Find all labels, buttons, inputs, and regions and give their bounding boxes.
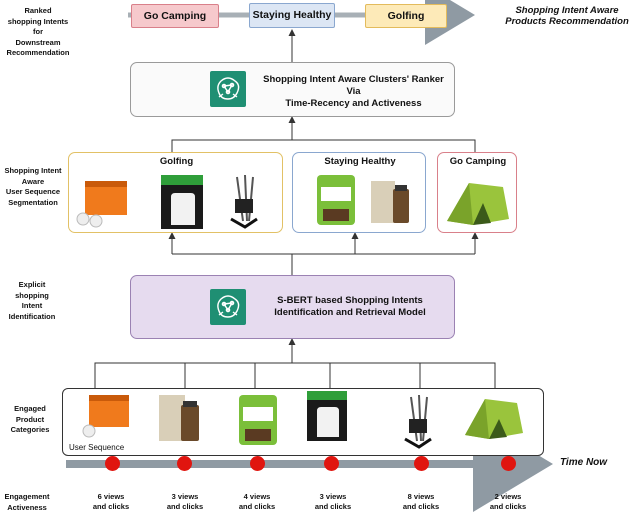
count-line: 8 views xyxy=(407,492,435,501)
golf-balls-icon xyxy=(82,395,129,438)
sbert-box: S-BERT based Shopping Intents Identifica… xyxy=(130,275,455,339)
label-line: Product xyxy=(15,414,45,424)
label-line: Identification xyxy=(8,311,56,321)
title-line: Shopping Intent Aware xyxy=(515,5,619,16)
golf-balls-icon xyxy=(76,181,127,228)
count-line: and clicks xyxy=(489,501,527,511)
label-line: shopping xyxy=(15,290,49,300)
cluster-title: Staying Healthy xyxy=(324,156,396,167)
count-line: and clicks xyxy=(314,501,352,511)
label-line: Intent xyxy=(21,301,43,310)
protein-powder-icon xyxy=(239,395,277,445)
brain-circuit-icon xyxy=(217,295,240,318)
supplement-bottle-icon xyxy=(371,181,409,223)
user-sequence-box: User Sequence xyxy=(62,388,544,456)
golf-clubs-icon xyxy=(230,174,258,229)
label-line: Segmentation xyxy=(8,197,58,207)
count-line: 2 views xyxy=(494,492,522,501)
engagement-dot xyxy=(250,456,265,471)
label-line: Shopping Intent xyxy=(4,166,62,175)
title-line: Shopping Intent Aware Clusters' Ranker xyxy=(263,74,444,85)
engagement-count: 8 views and clicks xyxy=(386,492,456,511)
label-line: for xyxy=(33,27,43,36)
title-line: Identification and Retrieval Model xyxy=(274,307,426,318)
neural-net-logo-icon xyxy=(210,71,246,107)
label-line: shopping Intents xyxy=(7,16,69,26)
protein-powder-icon xyxy=(317,175,355,225)
engagement-count: 6 views and clicks xyxy=(76,492,146,511)
cluster-staying-healthy: Staying Healthy xyxy=(292,152,426,233)
label-line: Categories xyxy=(10,425,50,434)
title-line: Via xyxy=(346,86,361,97)
chip-go-camping: Go Camping xyxy=(131,4,219,28)
count-line: and clicks xyxy=(166,501,204,511)
engagement-dot xyxy=(414,456,429,471)
engagement-count: 4 views and clicks xyxy=(222,492,292,511)
title-line: Time-Recency and Activeness xyxy=(285,98,422,109)
count-line: 4 views xyxy=(243,492,271,501)
chip-staying-healthy: Staying Healthy xyxy=(249,3,335,28)
brain-circuit-icon xyxy=(217,77,240,100)
engagement-count: 3 views and clicks xyxy=(298,492,368,511)
engagement-count: 2 views and clicks xyxy=(473,492,543,511)
cluster-go-camping: Go Camping xyxy=(437,152,517,233)
label-explicit: Explicit shopping Intent Identification xyxy=(2,280,62,322)
engagement-dot xyxy=(324,456,339,471)
count-line: 3 views xyxy=(319,492,347,501)
label-ranked: Ranked shopping Intents for Downstream R… xyxy=(4,6,72,59)
golf-glove-icon xyxy=(307,391,347,441)
engagement-dot xyxy=(177,456,192,471)
golf-clubs-icon xyxy=(404,394,432,449)
label-engagement: Engagement Activeness xyxy=(2,492,52,513)
ranker-box: Shopping Intent Aware Clusters' Ranker V… xyxy=(130,62,455,117)
timeline-label: Time Now xyxy=(560,457,608,468)
engagement-dot xyxy=(501,456,516,471)
label-line: User Sequence xyxy=(5,187,61,196)
supplement-bottle-icon xyxy=(159,395,199,441)
label-line: Activeness xyxy=(7,502,47,512)
label-line: Aware xyxy=(21,176,45,186)
cluster-title: Golfing xyxy=(159,156,194,167)
count-line: 3 views xyxy=(171,492,199,501)
label-line: Engaged xyxy=(14,404,46,413)
sequence-top-bus xyxy=(94,362,496,388)
count-line: and clicks xyxy=(402,501,440,511)
label-line: Explicit xyxy=(18,280,46,289)
ranker-title: Shopping Intent Aware Clusters' Ranker V… xyxy=(251,74,456,110)
label-line: Downstream xyxy=(15,37,61,47)
cluster-title: Go Camping xyxy=(449,156,507,167)
tent-icon xyxy=(465,399,523,439)
cluster-golfing: Golfing xyxy=(68,152,283,233)
count-line: and clicks xyxy=(238,501,276,511)
label-line: Engagement xyxy=(4,492,50,501)
label-line: Ranked xyxy=(24,6,52,15)
count-line: 6 views xyxy=(97,492,125,501)
label-line: Recommendation xyxy=(6,48,70,57)
label-engaged: Engaged Product Categories xyxy=(4,404,56,436)
engagement-count: 3 views and clicks xyxy=(150,492,220,511)
count-line: and clicks xyxy=(92,501,130,511)
engagement-dot xyxy=(105,456,120,471)
tent-icon xyxy=(447,183,509,225)
chip-golfing: Golfing xyxy=(365,4,447,28)
sbert-title: S-BERT based Shopping Intents Identifica… xyxy=(255,295,445,319)
label-segmentation: Shopping Intent Aware User Sequence Segm… xyxy=(0,166,66,208)
top-right-title: Shopping Intent Aware Products Recommend… xyxy=(494,5,640,27)
title-line: Products Recommendation xyxy=(505,16,629,27)
user-sequence-label: User Sequence xyxy=(69,443,125,452)
cluster-top-bus xyxy=(171,139,476,152)
golf-glove-icon xyxy=(161,175,203,229)
title-line: S-BERT based Shopping Intents xyxy=(277,295,423,306)
neural-net-logo-icon xyxy=(210,289,246,325)
